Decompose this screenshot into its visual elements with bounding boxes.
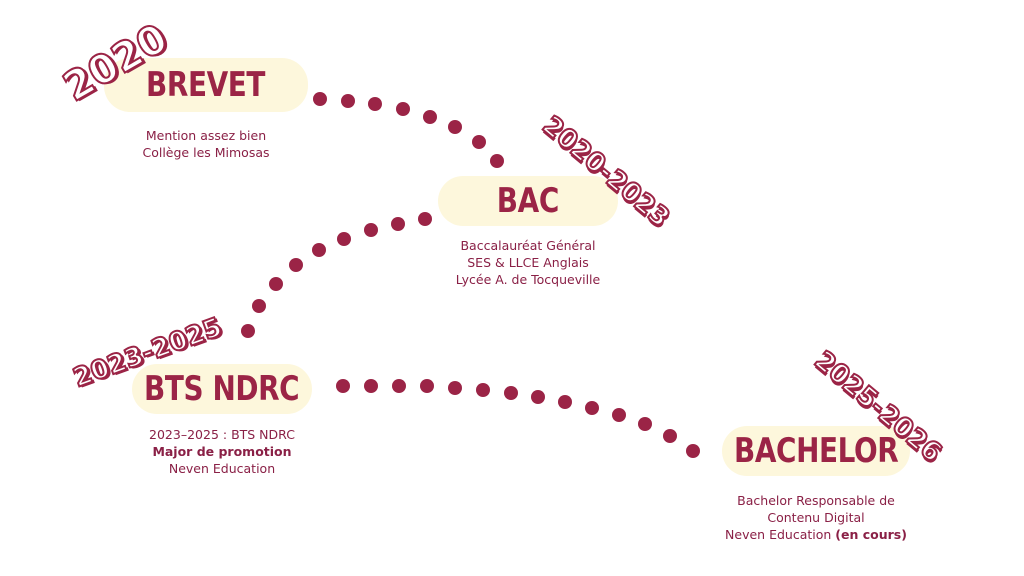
milestone-title-brevet: BREVET — [146, 65, 266, 105]
desc-line-last: Neven Education (en cours) — [706, 526, 926, 543]
connector-dot — [531, 390, 545, 404]
desc-line: Bachelor Responsable de — [737, 493, 895, 508]
desc-line: Neven Education — [725, 527, 832, 542]
connector-dot — [448, 120, 462, 134]
connector-dot — [312, 243, 326, 257]
milestone-desc-bts: 2023–2025 : BTS NDRC Major de promotion … — [122, 426, 322, 477]
connector-dot — [336, 379, 350, 393]
milestone-title-bac: BAC — [496, 181, 560, 221]
connector-dot — [504, 386, 518, 400]
connector-dot — [368, 97, 382, 111]
connector-dot — [420, 379, 434, 393]
desc-line-highlight: Major de promotion — [152, 444, 292, 459]
connector-dot — [391, 217, 405, 231]
desc-line: 2023–2025 : BTS NDRC — [149, 427, 295, 442]
desc-line: Collège les Mimosas — [142, 145, 270, 160]
connector-dot — [364, 379, 378, 393]
connector-dot — [423, 110, 437, 124]
connector-dot — [341, 94, 355, 108]
milestone-desc-bac: Baccalauréat Général SES & LLCE Anglais … — [428, 237, 628, 288]
connector-dot — [313, 92, 327, 106]
milestone-pill-brevet: BREVET — [104, 58, 308, 112]
milestone-desc-bachelor: Bachelor Responsable de Contenu Digital … — [706, 492, 926, 543]
connector-dot — [448, 381, 462, 395]
milestone-desc-brevet: Mention assez bien Collège les Mimosas — [106, 127, 306, 161]
connector-dot — [686, 444, 700, 458]
connector-dot — [269, 277, 283, 291]
connector-dot — [476, 383, 490, 397]
milestone-pill-bachelor: BACHELOR — [722, 426, 910, 476]
connector-dot — [663, 429, 677, 443]
milestone-title-bts: BTS NDRC — [144, 369, 300, 409]
connector-dot — [364, 223, 378, 237]
desc-line-suffix: (en cours) — [835, 527, 907, 542]
milestone-pill-bac: BAC — [438, 176, 618, 226]
connector-dot — [241, 324, 255, 338]
connector-dot — [289, 258, 303, 272]
milestone-title-bachelor: BACHELOR — [733, 431, 899, 471]
connector-dot — [490, 154, 504, 168]
connector-dot — [396, 102, 410, 116]
connector-dot — [252, 299, 266, 313]
desc-line: Lycée A. de Tocqueville — [455, 272, 601, 287]
connector-dot — [392, 379, 406, 393]
connector-dot — [337, 232, 351, 246]
milestone-pill-bts: BTS NDRC — [132, 364, 312, 414]
desc-line: Neven Education — [168, 461, 276, 476]
desc-line: Mention assez bien — [145, 128, 267, 143]
desc-line: SES & LLCE Anglais — [467, 255, 589, 270]
desc-line: Baccalauréat Général — [460, 238, 596, 253]
connector-dot — [472, 135, 486, 149]
connector-dot — [418, 212, 432, 226]
connector-dot — [612, 408, 626, 422]
connector-dot — [638, 417, 652, 431]
connector-dot — [585, 401, 599, 415]
desc-line: Contenu Digital — [767, 510, 865, 525]
connector-dot — [558, 395, 572, 409]
